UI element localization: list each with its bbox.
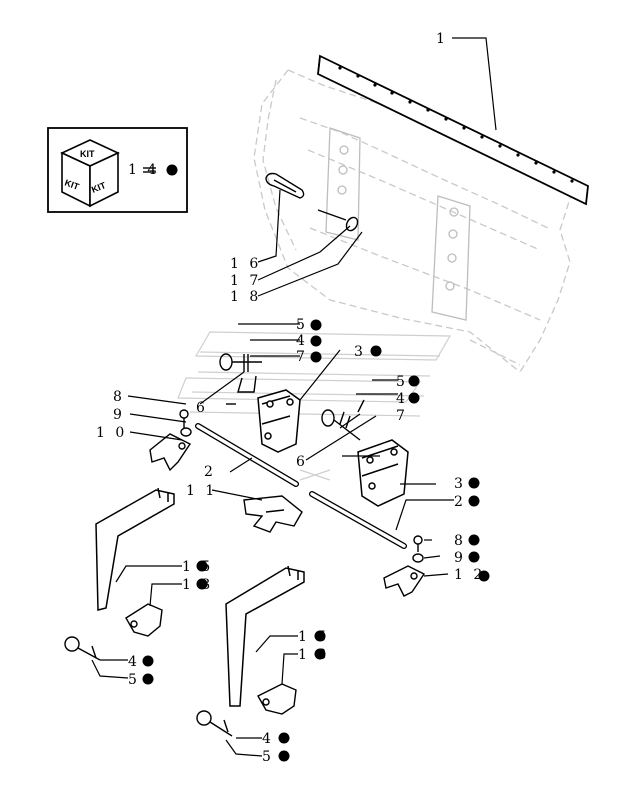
callout-5-lower-left: 5 xyxy=(128,672,140,688)
bolt-set-upper-left xyxy=(219,353,262,405)
tine-clamp-right xyxy=(257,683,297,715)
leader-lines xyxy=(91,37,497,757)
bolt-set-lower-left xyxy=(64,636,101,661)
callout-16: 1 6 xyxy=(230,256,261,272)
callout-4-middle: 4 xyxy=(396,391,408,407)
callout-3-lower: 3 xyxy=(454,476,466,492)
cutting-edge-blade xyxy=(317,54,589,206)
kit-legend-box: KIT KIT KIT 1 4 xyxy=(47,127,188,213)
kit-cube-icon: KIT KIT KIT xyxy=(60,139,120,208)
callout-8-right: 8 xyxy=(454,533,466,549)
clevis-middle xyxy=(243,495,303,533)
callout-6-upper: 6 xyxy=(196,400,208,416)
tine-arm-left xyxy=(95,487,175,611)
bucket-mount-plates xyxy=(325,127,471,321)
kit-cube-top-label: KIT xyxy=(80,149,95,159)
callout-3-upper: 3 xyxy=(354,344,366,360)
tine-arm-right xyxy=(225,565,305,707)
callout-7-upper: 7 xyxy=(296,349,308,365)
pin-assembly-top xyxy=(265,172,359,232)
callout-17: 1 7 xyxy=(230,273,261,289)
mount-bracket-right xyxy=(357,439,409,507)
callout-12: 1 2 xyxy=(454,567,485,583)
bullet-dot xyxy=(166,164,178,176)
bolt-set-lower-right xyxy=(196,710,233,737)
callout-4-lower-right: 4 xyxy=(262,731,274,747)
pin-washer-left xyxy=(149,409,192,472)
callout-7-middle: 7 xyxy=(396,408,408,424)
callout-4-upper: 4 xyxy=(296,333,308,349)
bullet-dots xyxy=(142,319,490,762)
callout-8-left: 8 xyxy=(113,389,125,405)
bolt-set-middle xyxy=(321,399,365,441)
link-rod-upper xyxy=(195,423,299,487)
callout-4-lower-left: 4 xyxy=(128,654,140,670)
link-rod-lower xyxy=(309,491,407,549)
callout-10: 1 0 xyxy=(96,425,127,441)
tine-clamp-left xyxy=(125,603,163,637)
mount-bracket-left xyxy=(257,389,301,453)
callout-2-lower: 2 xyxy=(454,494,466,510)
pin-washer-right xyxy=(383,535,426,597)
callout-18: 1 8 xyxy=(230,289,261,305)
kit-cube-left-label: KIT xyxy=(63,177,81,192)
callout-9-right: 9 xyxy=(454,550,466,566)
callout-6-middle: 6 xyxy=(296,454,308,470)
callout-1: 1 xyxy=(436,31,448,47)
callout-5-middle: 5 xyxy=(396,374,408,390)
callout-5-upper: 5 xyxy=(296,317,308,333)
callout-5-lower-right: 5 xyxy=(262,749,274,765)
callout-9-left: 9 xyxy=(113,407,125,423)
callout-11: 1 1 xyxy=(186,483,217,499)
callout-2-upper: 2 xyxy=(204,464,216,480)
kit-ref-number: 1 4 xyxy=(128,162,159,178)
